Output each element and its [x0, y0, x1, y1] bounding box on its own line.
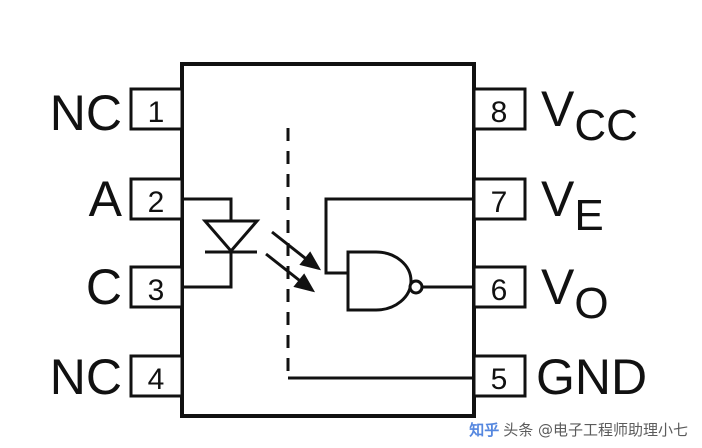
anode-wire: [182, 197, 233, 221]
nand-gate-symbol: [324, 197, 474, 312]
light-arrowhead-1: [299, 251, 322, 271]
led-triangle: [201, 219, 261, 254]
pin-4-box: [129, 354, 184, 398]
cathode-wire: [182, 252, 233, 289]
pin-1-label: NC: [50, 85, 122, 141]
pin-7-number: 7: [491, 186, 508, 219]
watermark: 知乎头条 @电子工程师助理小七: [469, 419, 688, 440]
pin-5-number: 5: [491, 363, 508, 396]
pin-4-number: 4: [148, 363, 165, 396]
pin-7-box: [472, 177, 527, 221]
pin-7-label: VE: [541, 171, 604, 240]
light-arrowhead-2: [293, 273, 316, 293]
pin-5-box: [472, 354, 527, 398]
light-arrow-2: [265, 252, 305, 286]
pin-6-label-sub: O: [574, 279, 608, 328]
pin-3-label: C: [86, 259, 122, 315]
pin-1-box: [129, 87, 184, 131]
pin-7-label-sub: E: [574, 191, 603, 240]
pin-8-label-sub: CC: [574, 101, 638, 150]
pin-7-label-main: V: [541, 171, 575, 227]
nand-inversion-bubble: [408, 279, 424, 295]
enable-wire: [324, 197, 474, 275]
watermark-logo: 知乎: [469, 421, 500, 439]
pin-3-number: 3: [148, 274, 165, 307]
pin-8-label: VCC: [541, 81, 638, 150]
light-arrow-1: [271, 230, 311, 264]
light-arrows: [265, 230, 322, 293]
pin-2-label: A: [89, 171, 123, 227]
pin-8-label-main: V: [541, 81, 575, 137]
pin-4-label: NC: [50, 349, 122, 405]
pin-5-label: GND: [536, 349, 647, 405]
pin-2-box: [129, 177, 184, 221]
pin-8-number: 8: [491, 96, 508, 129]
watermark-text: 头条 @电子工程师助理小七: [503, 421, 688, 439]
led-diode-symbol: [182, 197, 261, 289]
pin-6-label: VO: [541, 259, 609, 328]
pin-1-number: 1: [148, 96, 165, 129]
pin-6-label-main: V: [541, 259, 575, 315]
pin-2-number: 2: [148, 186, 165, 219]
nand-gate-body: [346, 250, 413, 312]
pin-6-number: 6: [491, 274, 508, 307]
pin-8-box: [472, 87, 527, 131]
